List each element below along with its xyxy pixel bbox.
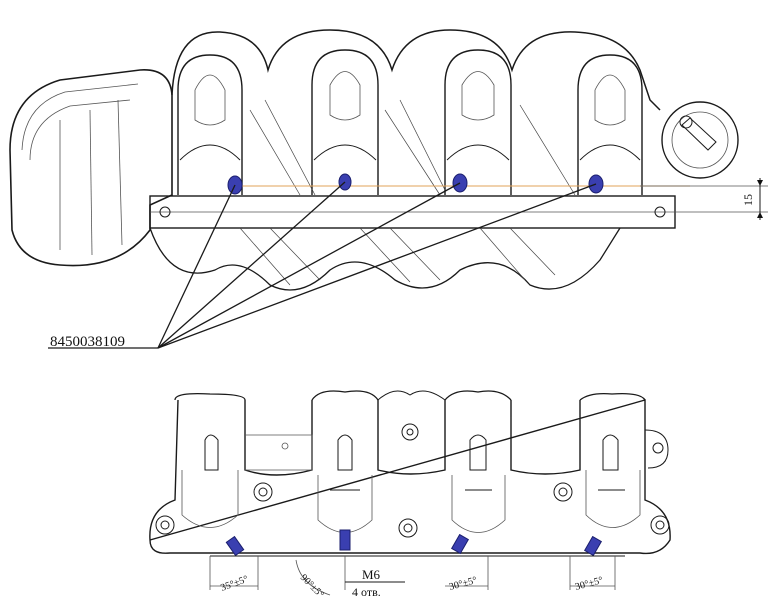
bottom-view (149, 390, 671, 596)
thread-label: M6 (362, 567, 381, 582)
runner-1 (177, 54, 243, 195)
runner-4 (577, 54, 643, 195)
runner-3 (444, 49, 512, 195)
dim-offset-label: 15 (741, 194, 755, 206)
angle-label-1: 35°±5° (219, 574, 250, 594)
angle-label-3: 30°±5° (448, 575, 478, 593)
injector-sensor-icon (227, 173, 604, 195)
angle-label-2: 90°±5° (298, 572, 326, 600)
bolt-hole-icon (155, 423, 670, 538)
injector-sensor-icon (225, 529, 603, 557)
leader-lines (48, 181, 597, 349)
angle-label-4: 30°±5° (574, 575, 604, 593)
holes-count-label: 4 отв. (352, 585, 381, 599)
part-number-label: 8450038109 (50, 334, 125, 350)
runner-2 (311, 49, 379, 195)
top-view: 15 (9, 29, 768, 291)
